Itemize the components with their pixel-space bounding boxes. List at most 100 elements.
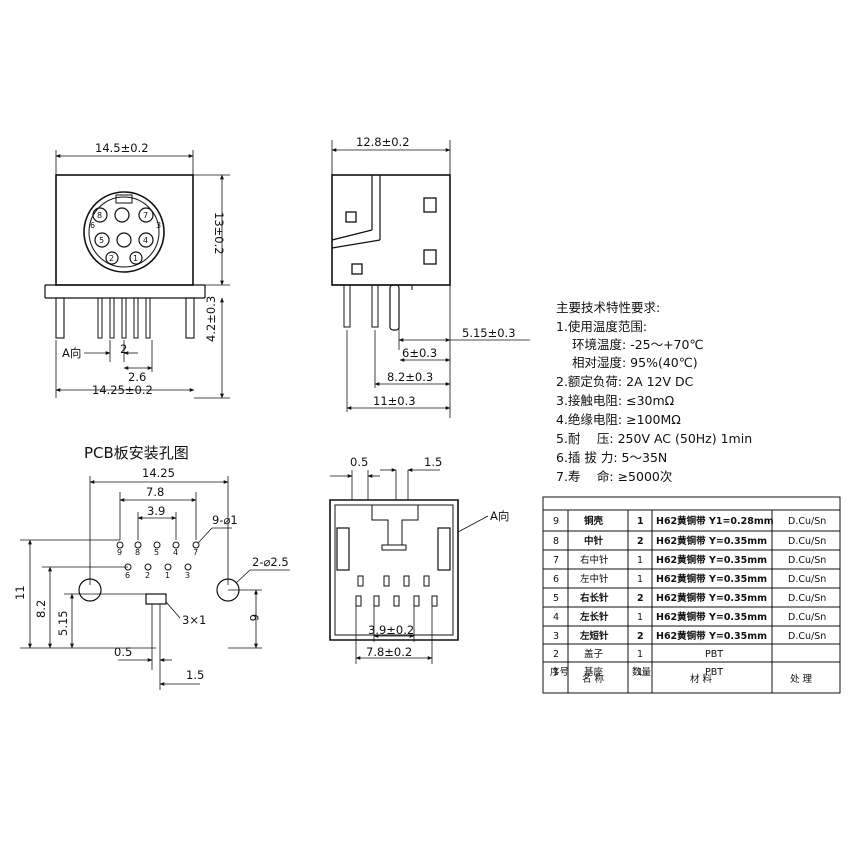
- bottom-a-label: A向: [490, 509, 509, 523]
- spec-title: 主要技术特性要求:: [556, 300, 660, 315]
- socket-pins: [92, 194, 154, 265]
- bottom-05-label: 0.5: [350, 455, 368, 469]
- front-base-width-label: 14.25±0.2: [92, 383, 153, 397]
- cell: H62黄铜带 Y=0.35mm: [656, 535, 767, 547]
- cell: 1: [637, 555, 643, 566]
- cell: 右长针: [579, 592, 609, 604]
- pin-no-6: 6: [90, 221, 95, 230]
- cell: 1: [637, 516, 644, 527]
- parts-table: 序号 名 称 数量 材 料 处 理 9 铜壳 1 H62黄铜带 Y1=0.28m…: [542, 496, 841, 694]
- table-row: 5 右长针 2 H62黄铜带 Y=0.35mm D.Cu/Sn: [553, 592, 826, 604]
- table-header-no: 序号: [550, 666, 569, 678]
- spec-list: 主要技术特性要求: 1.使用温度范围: 环境温度: -25～+70℃ 相对湿度:…: [556, 300, 752, 484]
- cell: 盖子: [584, 648, 604, 660]
- cell: 6: [553, 574, 559, 585]
- cell: D.Cu/Sn: [788, 612, 826, 623]
- cell: 1: [637, 667, 643, 678]
- cell: 2: [637, 631, 644, 642]
- cell: 5: [553, 593, 559, 604]
- table-header-qty: 数量: [632, 666, 652, 678]
- pcb-hole-no: 2: [145, 571, 150, 580]
- bottom-39-label: 3.9±0.2: [368, 623, 414, 637]
- cell: 7: [553, 555, 559, 566]
- pin-no-7: 7: [143, 211, 148, 220]
- table-row: 3 左短针 2 H62黄铜带 Y=0.35mm D.Cu/Sn: [553, 630, 826, 642]
- pcb-1425-label: 14.25: [142, 466, 175, 480]
- cell: D.Cu/Sn: [788, 516, 826, 527]
- front-height-label: 13±0.2: [212, 212, 226, 255]
- cell: 1: [553, 667, 559, 678]
- pcb-hole-no: 1: [165, 571, 170, 580]
- spec-item: 7.寿 命: ≥5000次: [556, 469, 672, 484]
- pcb-11-label: 11: [13, 585, 27, 600]
- cell: 3: [553, 631, 559, 642]
- front-view-labels: 14.5±0.2 13±0.2 4.2±0.3 A向 2 2.6 14.25±0…: [62, 141, 226, 397]
- cell: D.Cu/Sn: [788, 593, 826, 604]
- side-11-label: 11±0.3: [373, 394, 416, 408]
- cell: H62黄铜带 Y1=0.28mm: [656, 515, 774, 527]
- pcb-hole-no: 4: [173, 548, 178, 557]
- cell: 2: [637, 593, 644, 604]
- bottom-view-labels: 0.5 1.5 A向 3.9±0.2 7.8±0.2: [350, 455, 509, 659]
- pcb-78-label: 7.8: [146, 485, 164, 499]
- side-view-labels: 12.8±0.2 5.15±0.3 6±0.3 8.2±0.3 11±0.3: [356, 135, 516, 408]
- pcb-hole-no: 5: [154, 548, 159, 557]
- cell: 左短针: [579, 630, 609, 642]
- pin-no-4: 4: [143, 236, 148, 245]
- cell: 2: [637, 536, 644, 547]
- cell: D.Cu/Sn: [788, 536, 826, 547]
- table-row: 9 铜壳 1 H62黄铜带 Y1=0.28mm D.Cu/Sn: [553, 515, 826, 527]
- pcb-slot-label: 3×1: [182, 613, 206, 627]
- cell: 2: [553, 649, 559, 660]
- cell: 铜壳: [584, 515, 604, 527]
- cell: H62黄铜带 Y=0.35mm: [656, 554, 767, 566]
- cell: 4: [553, 612, 559, 623]
- cell: 8: [553, 536, 559, 547]
- pcb-515-label: 5.15: [56, 610, 70, 636]
- table-header-material: 材 料: [690, 673, 713, 685]
- side-width-label: 12.8±0.2: [356, 135, 410, 149]
- pcb-hole-no: 8: [135, 548, 140, 557]
- pin-a-label: A向: [62, 346, 81, 360]
- cell: 9: [553, 516, 559, 527]
- pcb-hole9-label: 9-⌀1: [212, 513, 238, 527]
- table-row: 7 右中针 1 H62黄铜带 Y=0.35mm D.Cu/Sn: [553, 554, 826, 566]
- cell: H62黄铜带 Y=0.35mm: [656, 592, 767, 604]
- cell: 1: [637, 574, 643, 585]
- cell: D.Cu/Sn: [788, 555, 826, 566]
- cell: PBT: [705, 649, 723, 660]
- table-row: 6 左中针 1 H62黄铜带 Y=0.35mm D.Cu/Sn: [553, 573, 826, 585]
- bottom-view: [329, 468, 489, 664]
- spec-item: 5.耐 压: 250V AC (50Hz) 1min: [556, 431, 752, 446]
- cell: 1: [637, 649, 643, 660]
- cell: 基座: [584, 666, 604, 678]
- side-6-label: 6±0.3: [402, 346, 437, 360]
- spec-item: 环境温度: -25～+70℃: [572, 337, 704, 352]
- pcb-05-label: 0.5: [114, 645, 132, 659]
- pin-no-5: 5: [99, 236, 104, 245]
- spec-item: 4.绝缘电阻: ≥100MΩ: [556, 412, 681, 427]
- side-515-label: 5.15±0.3: [462, 326, 516, 340]
- table-row: 4 左长针 1 H62黄铜带 Y=0.35mm D.Cu/Sn: [553, 611, 826, 623]
- pin-no-1: 1: [133, 254, 138, 263]
- cell: 左中针: [580, 573, 609, 585]
- pcb-hole2-label: 2-⌀2.5: [252, 555, 289, 569]
- pcb-6-label: 6: [247, 614, 261, 621]
- cell: H62黄铜带 Y=0.35mm: [656, 573, 767, 585]
- cell: PBT: [705, 667, 723, 678]
- pcb-hole-no: 7: [193, 548, 198, 557]
- table-row: 2 盖子 1 PBT: [553, 648, 723, 660]
- side-82-label: 8.2±0.3: [387, 370, 433, 384]
- cell: H62黄铜带 Y=0.35mm: [656, 611, 767, 623]
- cell: 右中针: [580, 554, 609, 566]
- front-leg-label: 4.2±0.3: [204, 296, 218, 342]
- pcb-hole-no: 9: [117, 548, 122, 557]
- cell: H62黄铜带 Y=0.35mm: [656, 630, 767, 642]
- front-view: [44, 150, 230, 399]
- side-view: [331, 140, 530, 418]
- spec-item: 相对湿度: 95%(40℃): [572, 355, 698, 370]
- table-row: 8 中针 2 H62黄铜带 Y=0.35mm D.Cu/Sn: [553, 535, 826, 547]
- cell: 左长针: [579, 611, 609, 623]
- pcb-view-labels: PCB板安装孔图 14.25 7.8 3.9 9-⌀1 2-⌀2.5 3×1 1…: [13, 444, 289, 682]
